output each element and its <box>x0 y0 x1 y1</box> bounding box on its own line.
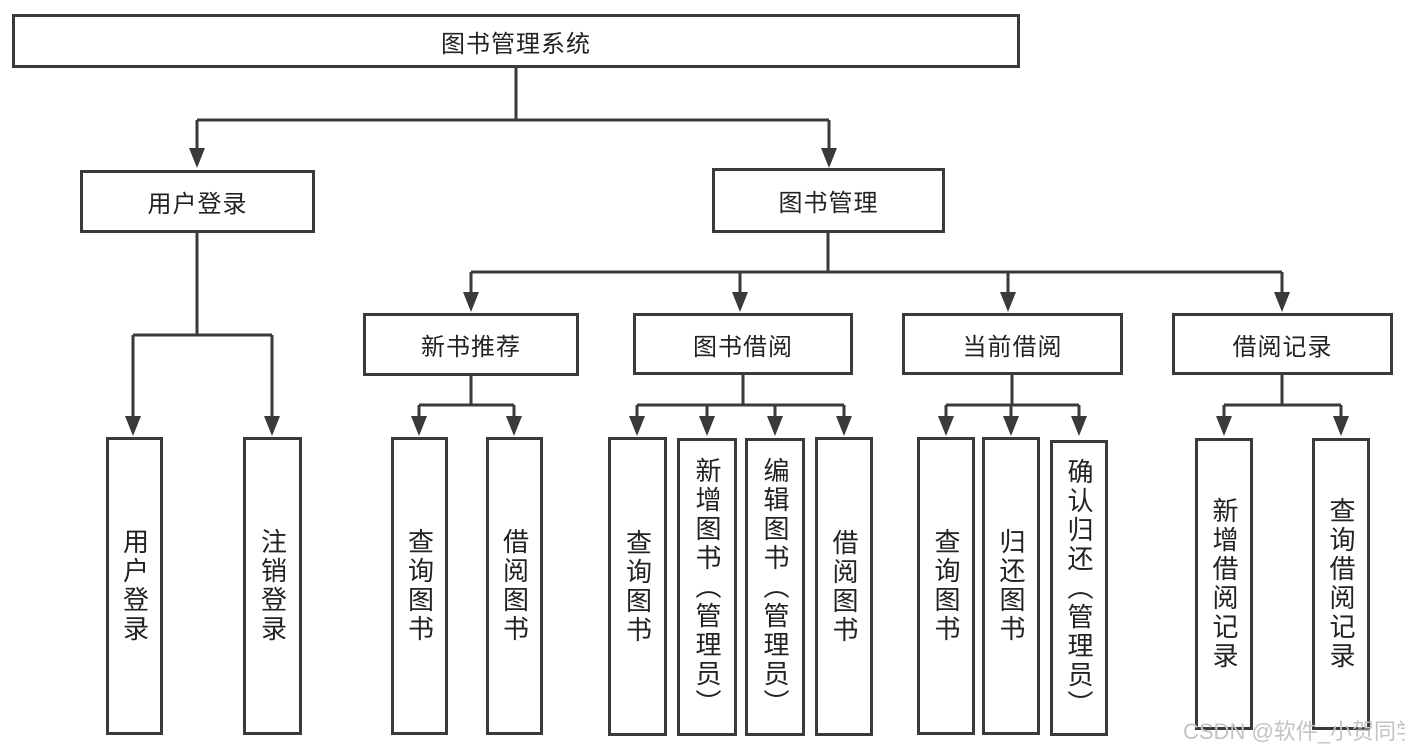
leaf-query-borrow-record: 查询借阅记录 <box>1312 438 1370 730</box>
node-user-login: 用户登录 <box>80 170 315 233</box>
leaf-edit-book-admin: 编辑图书（管理员） <box>745 438 805 736</box>
node-label: 新增借阅记录 <box>1209 497 1239 671</box>
leaf-logout: 注销登录 <box>243 437 302 735</box>
node-label: 当前借阅 <box>962 333 1063 361</box>
node-current-borrow: 当前借阅 <box>902 313 1123 375</box>
node-label: 查询图书 <box>931 528 961 644</box>
node-label: 编辑图书（管理员） <box>760 456 790 718</box>
node-label: 新增图书（管理员） <box>692 456 722 718</box>
node-book-borrow: 图书借阅 <box>633 313 853 375</box>
node-label: 借阅记录 <box>1232 333 1333 361</box>
node-label: 归还图书 <box>996 528 1026 644</box>
node-label: 图书管理 <box>778 190 879 217</box>
leaf-return-book: 归还图书 <box>982 437 1040 735</box>
node-label: 新书推荐 <box>421 334 521 361</box>
node-library-system: 图书管理系统 <box>12 14 1020 68</box>
leaf-user-login: 用户登录 <box>106 437 163 735</box>
leaf-confirm-return-admin: 确认归还（管理员） <box>1050 440 1108 736</box>
node-label: 查询借阅记录 <box>1326 497 1356 671</box>
leaf-query-book-recommend: 查询图书 <box>391 437 448 735</box>
leaf-add-borrow-record: 新增借阅记录 <box>1195 438 1253 730</box>
leaf-borrow-book: 借阅图书 <box>815 437 873 736</box>
node-borrow-records: 借阅记录 <box>1172 313 1393 375</box>
leaf-query-book-borrow: 查询图书 <box>608 437 667 736</box>
node-label: 查询图书 <box>622 528 653 645</box>
node-label: 图书借阅 <box>693 333 793 361</box>
node-label: 查询图书 <box>404 528 435 644</box>
node-label: 用户登录 <box>119 528 150 644</box>
node-label: 用户登录 <box>147 191 248 218</box>
node-label: 借阅图书 <box>499 528 530 644</box>
leaf-add-book-admin: 新增图书（管理员） <box>677 438 737 736</box>
node-new-book-recommend: 新书推荐 <box>363 313 579 376</box>
leaf-query-book-current: 查询图书 <box>917 437 975 735</box>
leaf-borrow-book-recommend: 借阅图书 <box>486 437 543 735</box>
node-book-management: 图书管理 <box>712 168 945 233</box>
arrowhead-icons <box>125 148 1349 436</box>
node-label: 借阅图书 <box>829 528 859 645</box>
node-label: 确认归还（管理员） <box>1064 457 1094 719</box>
node-label: 注销登录 <box>257 528 288 644</box>
node-label: 图书管理系统 <box>441 30 591 58</box>
csdn-watermark: CSDN @软件_小贺同学 <box>1183 719 1405 744</box>
